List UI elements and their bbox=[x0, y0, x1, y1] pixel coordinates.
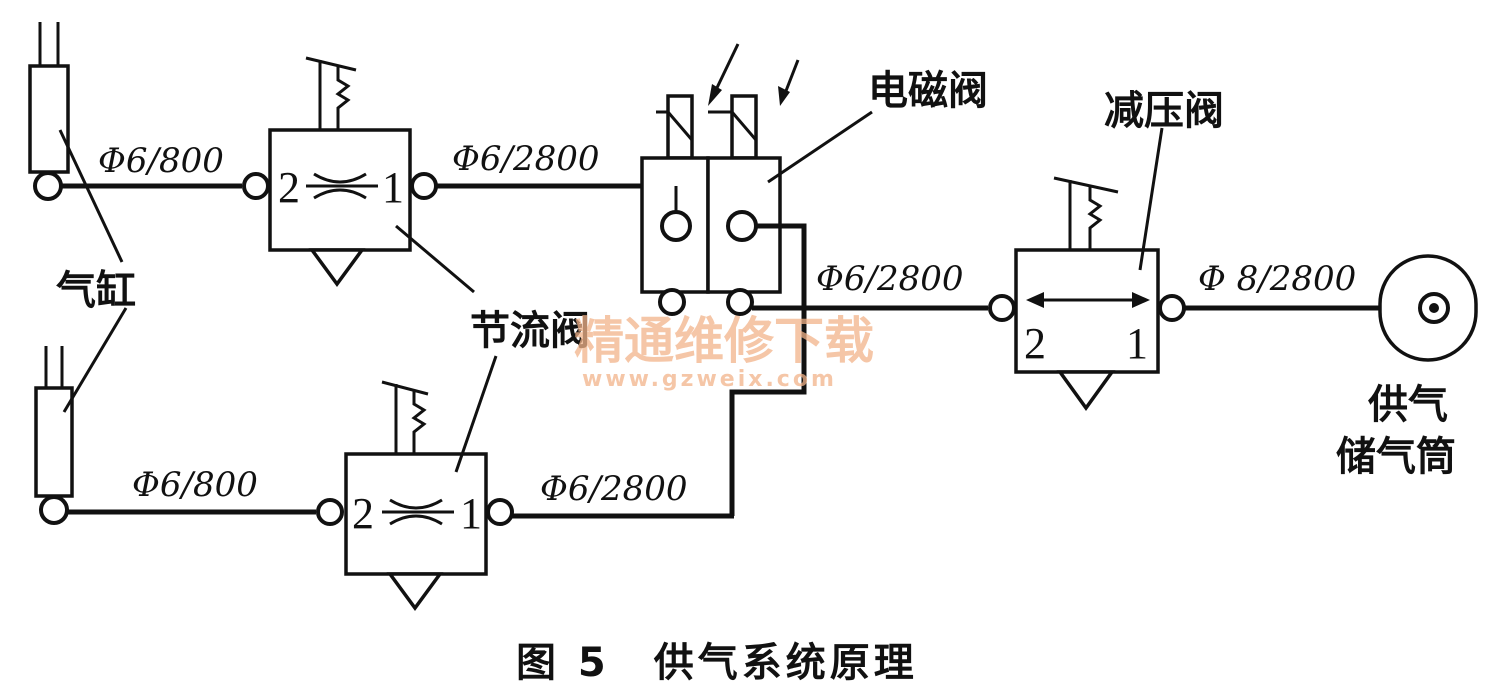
lower-throttle-valve: 2 1 bbox=[316, 380, 514, 611]
pipe-label-lower-out: Φ6/2800 bbox=[540, 469, 688, 509]
throttle-label: 节流阀 bbox=[470, 308, 590, 354]
reducer-port-2: 2 bbox=[1024, 319, 1046, 368]
upper-throttle-port-2: 2 bbox=[278, 163, 300, 212]
pipe-label-to-tank: Φ 8/2800 bbox=[1198, 259, 1356, 299]
watermark-url: www.gzweix.com bbox=[582, 367, 837, 392]
lower-throttle-port-2: 2 bbox=[352, 489, 374, 538]
reducer-label: 减压阀 bbox=[1104, 88, 1224, 134]
reducer-port-1: 1 bbox=[1126, 319, 1148, 368]
reducer-leader bbox=[1138, 127, 1164, 271]
cylinder-leader-upper bbox=[58, 129, 124, 263]
throttle-leader-lower bbox=[454, 355, 498, 473]
figure-caption: 图 5 供气系统原理 bbox=[516, 640, 918, 686]
air-supply-tank bbox=[1378, 254, 1478, 362]
throttle-leader-upper bbox=[395, 224, 475, 294]
upper-throttle-valve: 2 1 bbox=[242, 56, 438, 287]
pressure-reducing-valve: 2 1 bbox=[988, 176, 1186, 411]
cylinder-label: 气缸 bbox=[56, 268, 136, 314]
solenoid-label: 电磁阀 bbox=[868, 68, 988, 114]
pipe-label-lower-cylinder: Φ6/800 bbox=[132, 465, 258, 505]
lower-throttle-port-1: 1 bbox=[460, 489, 482, 538]
upper-throttle-port-1: 1 bbox=[382, 163, 404, 212]
watermark-text: 精通维修下载 bbox=[574, 312, 874, 370]
upper-cylinder bbox=[28, 22, 70, 201]
pipe-label-upper-cylinder: Φ6/800 bbox=[98, 141, 224, 181]
solenoid-valve bbox=[640, 43, 807, 516]
pipe-label-to-reducer: Φ6/2800 bbox=[816, 259, 964, 299]
solenoid-leader bbox=[767, 110, 873, 184]
tank-label-line2: 储气筒 bbox=[1336, 434, 1456, 480]
pipe-label-upper-out: Φ6/2800 bbox=[452, 139, 600, 179]
tank-label-line1: 供气 bbox=[1368, 382, 1448, 428]
lower-cylinder bbox=[34, 346, 74, 525]
cylinder-leader-lower bbox=[62, 307, 128, 413]
